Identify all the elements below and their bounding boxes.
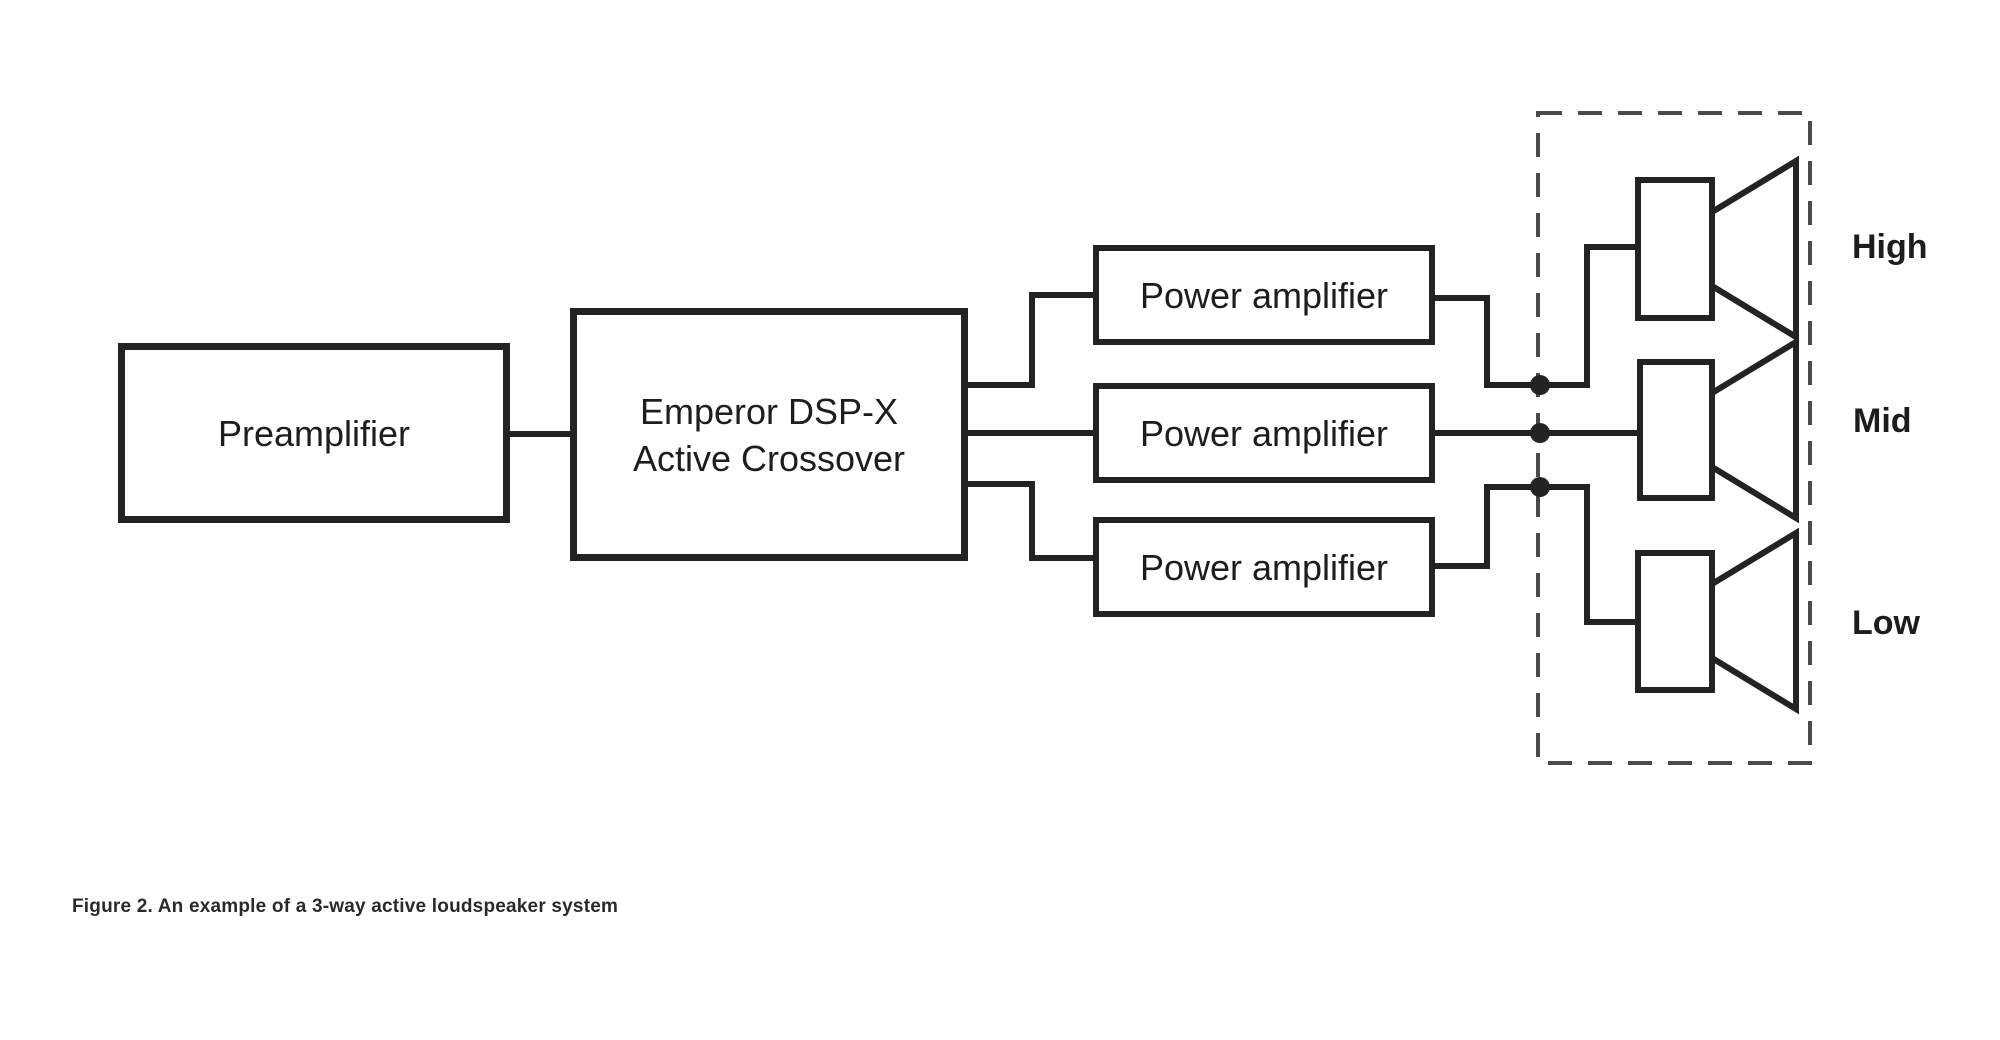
power-amplifier-box-high: Power amplifier <box>1093 245 1435 345</box>
speaker-label-high: High <box>1852 228 1928 266</box>
power-amplifier-box-mid: Power amplifier <box>1093 383 1435 483</box>
speaker-icon-high <box>1635 155 1799 343</box>
power-amplifier-label: Power amplifier <box>1139 274 1389 316</box>
junction-dot-mid <box>1530 423 1550 443</box>
speaker-enclosure-outline <box>1536 111 1812 765</box>
junction-dot-high <box>1530 375 1550 395</box>
speaker-driver <box>1635 177 1715 321</box>
preamplifier-box: Preamplifier <box>118 343 510 523</box>
junction-dot-low <box>1530 477 1550 497</box>
figure-caption: Figure 2. An example of a 3-way active l… <box>72 896 619 917</box>
speaker-icon-low <box>1635 527 1799 715</box>
preamplifier-label: Preamplifier <box>217 412 411 454</box>
speaker-label-low: Low <box>1852 604 1920 642</box>
speaker-horn <box>1709 336 1799 524</box>
speaker-icon-mid <box>1637 336 1799 524</box>
speaker-driver <box>1635 550 1715 693</box>
crossover-label-line2: Active Crossover <box>632 437 906 479</box>
power-amplifier-label: Power amplifier <box>1139 412 1389 454</box>
speaker-horn <box>1709 527 1799 715</box>
crossover-box: Emperor DSP-X Active Crossover <box>570 308 968 561</box>
speaker-driver <box>1637 359 1715 501</box>
speaker-label-mid: Mid <box>1853 402 1912 440</box>
wire-crossover-to-amp-low <box>967 481 1096 561</box>
power-amplifier-label: Power amplifier <box>1139 546 1389 588</box>
power-amplifier-box-low: Power amplifier <box>1093 517 1435 617</box>
wire-crossover-to-amp-high <box>967 292 1096 388</box>
crossover-label-line1: Emperor DSP-X <box>639 390 899 432</box>
speaker-horn <box>1709 155 1799 343</box>
